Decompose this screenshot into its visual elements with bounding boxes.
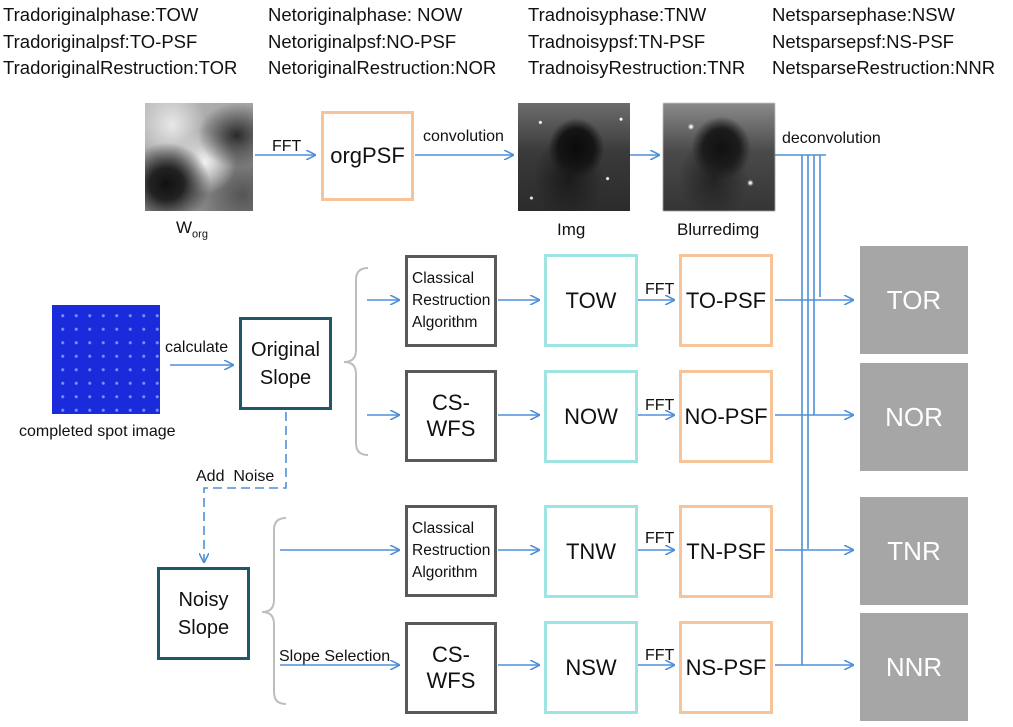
legend-item: Netsparsepsf:NS-PSF [772, 30, 954, 52]
convolution-label: convolution [423, 128, 504, 145]
spot-caption: completed spot image [19, 423, 176, 440]
classical-algorithm-box-2: Classical Restruction Algorithm [405, 505, 497, 597]
legend-item: TradoriginalRestruction:TOR [3, 57, 238, 78]
phase-label: TNW [565, 538, 617, 564]
original-slope-box: Original Slope [239, 317, 332, 410]
psf-label: NS-PSF [685, 654, 767, 680]
noisy-slope-line2: Slope [177, 616, 230, 639]
fft-label: FFT [645, 281, 675, 298]
legend-item: TradnoisyRestruction:TNR [528, 57, 746, 78]
legend-item: Netoriginalphase: NOW [268, 4, 463, 25]
legend-col-2: Netoriginalphase: NOW Netoriginalpsf:NO-… [268, 2, 496, 82]
phase-label: NOW [564, 403, 618, 429]
spot-image [52, 305, 160, 414]
psf-box-to: TO-PSF [679, 254, 773, 347]
classical-line: Restruction [412, 542, 491, 559]
result-label: TNR [887, 535, 941, 566]
classical-line: Restruction [412, 292, 491, 309]
deconvolution-label: deconvolution [782, 130, 881, 147]
classical-line: Classical [412, 520, 475, 537]
fft-label: FFT [645, 530, 675, 547]
cswfs-box-1: CS-WFS [405, 370, 497, 462]
legend-item: Netsparsephase:NSW [772, 4, 956, 25]
orgpsf-box: orgPSF [321, 111, 414, 201]
psf-label: NO-PSF [684, 403, 768, 429]
legend-col-3: Tradnoisyphase:TNW Tradnoisypsf:TN-PSF T… [528, 2, 745, 82]
legend-item: Tradoriginalpsf:TO-PSF [3, 30, 198, 52]
result-label: NNR [885, 651, 943, 682]
fft-label: FFT [645, 397, 675, 414]
legend-item: Netoriginalpsf:NO-PSF [268, 30, 457, 52]
classical-algorithm-box-1: Classical Restruction Algorithm [405, 255, 497, 347]
worg-label-sub: org [192, 228, 208, 241]
classical-line: Algorithm [412, 314, 478, 331]
cswfs-label: CS-WFS [426, 642, 476, 693]
noisy-slope-line1: Noisy [178, 588, 229, 611]
calculate-label: calculate [165, 339, 229, 356]
legend-item: Tradnoisypsf:TN-PSF [528, 30, 706, 52]
legend-col-1: Tradoriginalphase:TOW Tradoriginalpsf:TO… [3, 2, 237, 82]
img-label: Img [557, 220, 586, 239]
psf-box-no: NO-PSF [679, 370, 773, 463]
worg-label-main: W [176, 218, 193, 237]
worg-label: Worg [176, 218, 208, 240]
phase-box-tow: TOW [544, 254, 638, 347]
psf-box-ns: NS-PSF [679, 621, 773, 714]
classical-line: Algorithm [412, 564, 478, 581]
original-slope-line1: Original [251, 338, 320, 361]
nebula-image [518, 103, 630, 211]
worg-phase-image [145, 103, 253, 211]
psf-label: TO-PSF [685, 287, 767, 313]
legend-item: Tradoriginalphase:TOW [3, 4, 199, 25]
fft-label: FFT [645, 647, 675, 664]
legend-col-4: Netsparsephase:NSW Netsparsepsf:NS-PSF N… [772, 2, 995, 82]
result-label: TOR [886, 284, 942, 315]
fft-label-top: FFT [272, 138, 302, 155]
orgpsf-label: orgPSF [330, 143, 405, 168]
phase-box-tnw: TNW [544, 505, 638, 598]
cswfs-box-2: CS-WFS [405, 622, 497, 714]
legend-item: NetoriginalRestruction:NOR [268, 57, 497, 78]
blurred-image [663, 103, 775, 211]
result-box-tor: TOR [860, 246, 968, 354]
add-noise-label: Add Noise [196, 468, 275, 485]
legend-item: NetsparseRestruction:NNR [772, 57, 996, 78]
psf-label: TN-PSF [686, 538, 766, 564]
phase-label: NSW [565, 654, 617, 680]
phase-box-nsw: NSW [544, 621, 638, 714]
result-box-nnr: NNR [860, 613, 968, 721]
result-box-nor: NOR [860, 363, 968, 471]
result-box-tnr: TNR [860, 497, 968, 605]
blurred-label: Blurredimg [677, 220, 760, 239]
phase-label: TOW [565, 287, 617, 313]
original-slope-line2: Slope [259, 366, 312, 389]
noisy-slope-box: Noisy Slope [157, 567, 250, 660]
slope-selection-label: Slope Selection [279, 648, 391, 665]
legend-item: Tradnoisyphase:TNW [528, 4, 707, 25]
result-label: NOR [885, 401, 943, 432]
psf-box-tn: TN-PSF [679, 505, 773, 598]
classical-line: Classical [412, 270, 475, 287]
phase-box-now: NOW [544, 370, 638, 463]
cswfs-label: CS-WFS [426, 390, 476, 441]
